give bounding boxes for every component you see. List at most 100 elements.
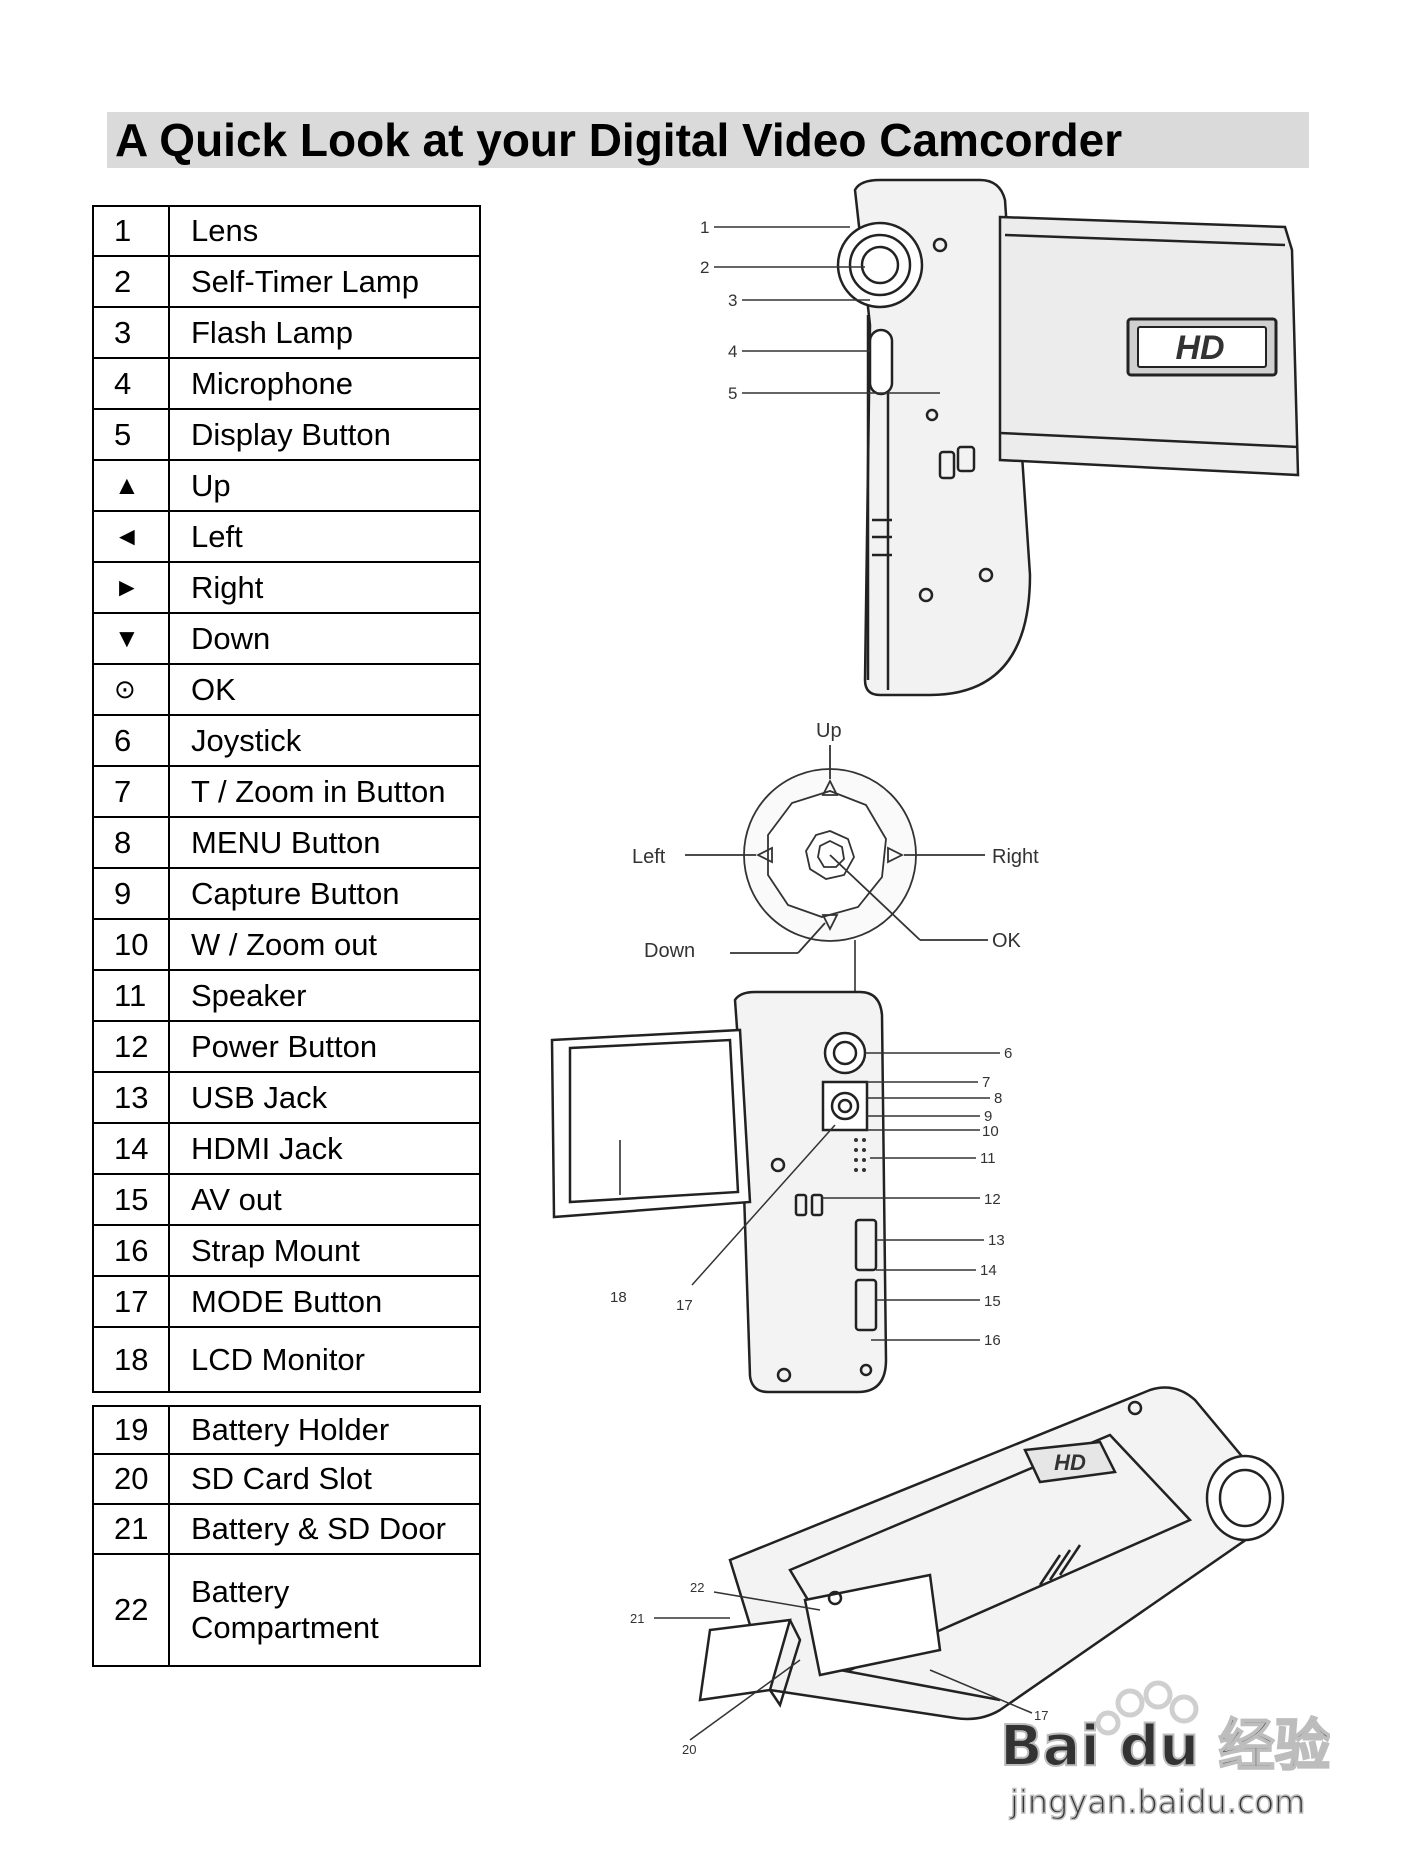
part-number: 18	[92, 1326, 170, 1393]
part-label: Speaker	[168, 969, 481, 1022]
part-label: AV out	[168, 1173, 481, 1226]
part-label: SD Card Slot	[168, 1453, 481, 1505]
part-label: MENU Button	[168, 816, 481, 869]
camcorder-front-diagram: HD 1 2 3 4 5	[700, 178, 1300, 697]
part-label: Battery Compartment	[168, 1553, 481, 1667]
part-number: ◄	[92, 510, 170, 563]
part-label: Strap Mount	[168, 1224, 481, 1277]
part-number: 2	[92, 255, 170, 308]
part-row: ⊙OK	[92, 663, 481, 716]
callout-22: 22	[690, 1580, 704, 1595]
part-row: ►Right	[92, 561, 481, 614]
watermark-brand: Bai du 经验	[1000, 1714, 1330, 1779]
part-row: ▼Down	[92, 612, 481, 665]
part-number: 12	[92, 1020, 170, 1073]
part-number: 9	[92, 867, 170, 920]
part-row: ◄Left	[92, 510, 481, 563]
part-label: Left	[168, 510, 481, 563]
label-right: Right	[992, 846, 1039, 868]
callout-10: 10	[982, 1123, 999, 1140]
part-label: Battery Holder	[168, 1405, 481, 1455]
callout-4: 4	[728, 342, 737, 361]
part-label: Battery & SD Door	[168, 1503, 481, 1555]
part-number: 6	[92, 714, 170, 767]
camcorder-back-diagram: 6 7 8 9 10 11 12 13 14 15 16 17 18	[550, 940, 1012, 1394]
callout-11: 11	[980, 1150, 996, 1167]
part-number: 8	[92, 816, 170, 869]
part-label: Display Button	[168, 408, 481, 461]
callout-14: 14	[980, 1262, 997, 1279]
part-number: 4	[92, 357, 170, 410]
part-row: ▲Up	[92, 459, 481, 512]
callout-20: 20	[682, 1742, 696, 1757]
joystick-diagram: Up Left Right OK	[632, 720, 1039, 954]
part-number: 1	[92, 205, 170, 257]
callout-21: 21	[630, 1611, 644, 1626]
part-label: Power Button	[168, 1020, 481, 1073]
callout-12: 12	[984, 1191, 1001, 1208]
part-number: 17	[92, 1275, 170, 1328]
part-number: ⊙	[92, 663, 170, 716]
part-label: Right	[168, 561, 481, 614]
part-label: Up	[168, 459, 481, 512]
part-label: USB Jack	[168, 1071, 481, 1124]
callout-2: 2	[700, 258, 709, 277]
part-label: Lens	[168, 205, 481, 257]
callout-9: 9	[984, 1108, 992, 1125]
label-left: Left	[632, 846, 666, 868]
callout-1: 1	[700, 218, 709, 237]
title-bar: A Quick Look at your Digital Video Camco…	[107, 112, 1309, 168]
part-number: 16	[92, 1224, 170, 1277]
part-label: MODE Button	[168, 1275, 481, 1328]
part-number: ▲	[92, 459, 170, 512]
part-number: ▼	[92, 612, 170, 665]
part-label: HDMI Jack	[168, 1122, 481, 1175]
part-label: W / Zoom out	[168, 918, 481, 971]
callout-16: 16	[984, 1332, 1001, 1349]
part-number: 20	[92, 1453, 170, 1505]
part-number: 10	[92, 918, 170, 971]
part-label: OK	[168, 663, 481, 716]
callout-6: 6	[1004, 1045, 1012, 1062]
callout-13: 13	[988, 1232, 1005, 1249]
part-number: ►	[92, 561, 170, 614]
part-number: 5	[92, 408, 170, 461]
part-number: 11	[92, 969, 170, 1022]
hd-logo-text-bottom: HD	[1054, 1450, 1086, 1475]
watermark-url: jingyan.baidu.com	[1009, 1783, 1305, 1821]
callout-17: 17	[676, 1297, 693, 1314]
callout-15: 15	[984, 1293, 1001, 1310]
part-label: Flash Lamp	[168, 306, 481, 359]
part-number: 21	[92, 1503, 170, 1555]
part-label: Joystick	[168, 714, 481, 767]
hd-logo-text: HD	[1175, 329, 1224, 367]
camcorder-bottom-diagram: HD 22 21 20 17	[630, 1386, 1285, 1757]
label-up: Up	[816, 720, 842, 742]
part-label: T / Zoom in Button	[168, 765, 481, 818]
part-number: 15	[92, 1173, 170, 1226]
callout-18: 18	[610, 1289, 627, 1306]
callout-3: 3	[728, 291, 737, 310]
part-label: Down	[168, 612, 481, 665]
callout-17-bottom: 17	[1034, 1708, 1048, 1723]
callout-5: 5	[728, 384, 737, 403]
part-label: Capture Button	[168, 867, 481, 920]
